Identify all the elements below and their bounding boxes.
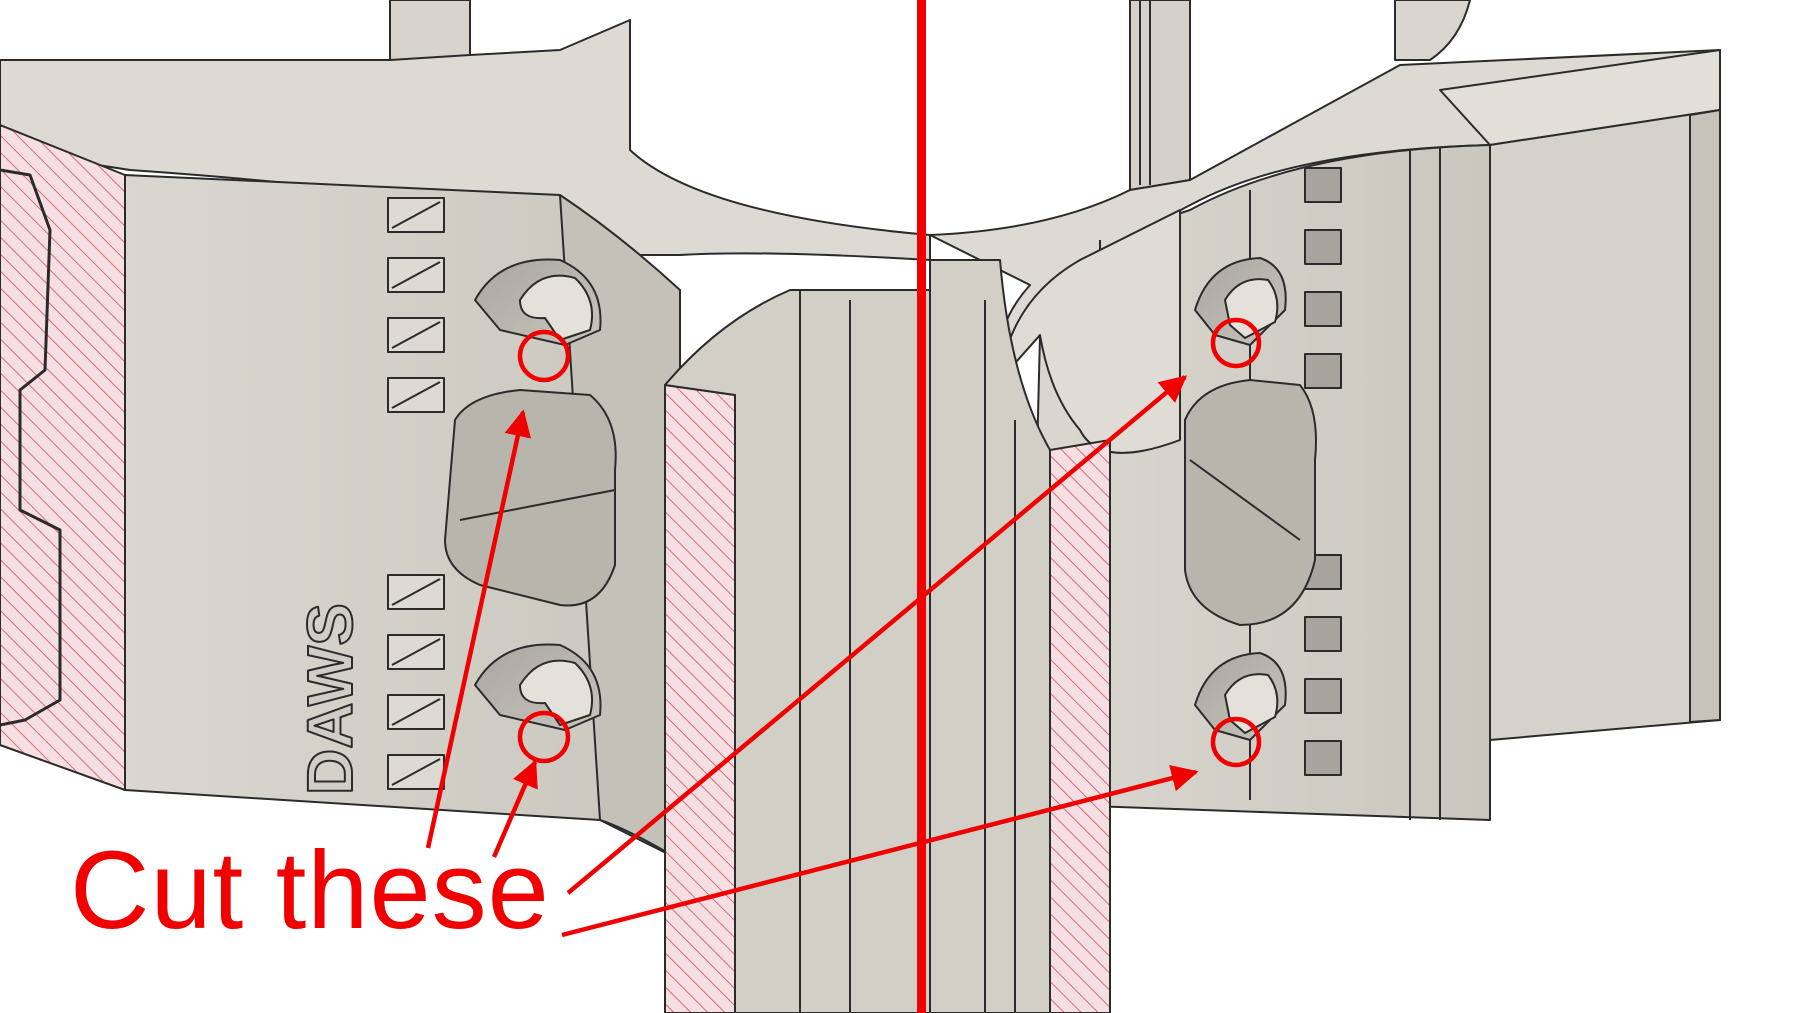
left-center-window bbox=[444, 389, 617, 607]
right-block-face bbox=[1489, 109, 1721, 741]
right-fin-section bbox=[1049, 439, 1111, 1013]
right-center-window bbox=[1184, 379, 1317, 626]
left-section-profile bbox=[0, 168, 62, 727]
right-clip-lower bbox=[1194, 652, 1287, 741]
callout-label: Cut these bbox=[70, 829, 550, 952]
left-channel bbox=[559, 194, 681, 861]
cut-marker-left-lower bbox=[517, 710, 571, 764]
arrow-to-left-lower bbox=[491, 759, 538, 858]
right-block-side bbox=[1689, 109, 1721, 723]
left-vent-slots-upper bbox=[387, 197, 445, 413]
cut-marker-right-upper bbox=[1210, 317, 1262, 369]
right-curved-cutout bbox=[999, 209, 1181, 454]
left-vent-slots-lower bbox=[387, 574, 445, 790]
right-vent-slots-upper bbox=[1304, 167, 1342, 389]
right-fin-left bbox=[929, 259, 1051, 1013]
left-clip-lower bbox=[474, 643, 602, 731]
arrow-to-right-upper bbox=[566, 375, 1188, 895]
left-view: DAWS bbox=[0, 0, 931, 1013]
cut-marker-left-upper bbox=[517, 329, 571, 383]
view-divider bbox=[917, 0, 926, 1013]
left-section-cut bbox=[0, 124, 126, 791]
left-clip-upper bbox=[474, 258, 602, 346]
left-fin-section bbox=[664, 384, 736, 1013]
right-view bbox=[929, 0, 1721, 1013]
engraving-text: DAWS bbox=[294, 603, 366, 795]
right-clip-upper bbox=[1194, 257, 1287, 346]
annotations bbox=[425, 317, 1262, 938]
right-top-arm bbox=[1394, 0, 1471, 61]
arrow-to-left-upper bbox=[425, 409, 532, 849]
arrow-to-right-lower bbox=[561, 764, 1199, 938]
cut-marker-right-lower bbox=[1210, 716, 1262, 768]
